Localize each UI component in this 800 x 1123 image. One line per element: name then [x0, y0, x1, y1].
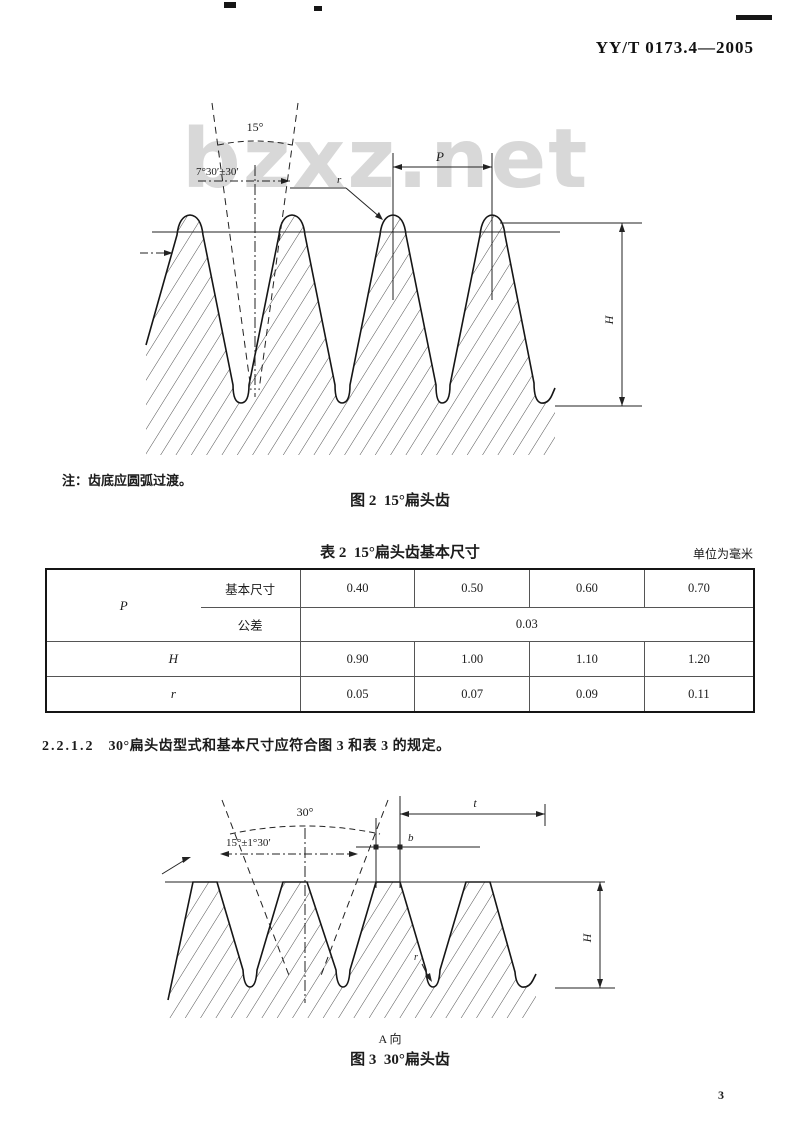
figure2-drawing: 15° 7°30′±30′ P r H: [140, 102, 642, 455]
table2-title: 表 2 15°扁头齿基本尺寸: [320, 545, 480, 561]
height-label: H: [602, 314, 616, 325]
table-cell: 0.60: [529, 568, 645, 608]
dimension-flat-width: [356, 818, 480, 888]
arrowhead: [400, 811, 409, 817]
scan-artifact: [224, 2, 236, 8]
page-number: 3: [718, 1088, 724, 1102]
figure3-caption: 图 3 30°扁头齿: [350, 1052, 450, 1068]
watermark: bzxz.net: [182, 112, 590, 207]
tooth-profile: [145, 214, 556, 404]
row-label-h: H: [45, 641, 301, 677]
figure2-note: 注：齿底应圆弧过渡。: [62, 473, 193, 488]
dimension-tick: [373, 844, 379, 850]
dimension-pitch: [399, 796, 546, 888]
flat-width-label: b: [408, 832, 414, 844]
half-angle-label: 15°±1°30′: [226, 837, 271, 849]
height-label: H: [580, 932, 594, 943]
arrowhead: [182, 857, 191, 863]
table-cell: 0.03: [299, 607, 755, 642]
figure2-caption: 图 2 15°扁头齿: [350, 493, 450, 509]
row-label-p: P: [45, 568, 201, 642]
table-cell: 0.05: [299, 676, 416, 713]
table-cell: 1.00: [414, 641, 531, 677]
table2-unit-note: 单位为毫米: [692, 547, 753, 561]
clause-number: 2.2.1.2: [42, 739, 95, 754]
arrowhead: [349, 851, 358, 857]
angle-construction: [140, 102, 299, 397]
arrowhead: [220, 851, 229, 857]
arrowhead: [619, 397, 625, 406]
radius-label: r: [414, 952, 418, 963]
tooth-profile: [167, 881, 537, 1001]
figure3-view-label: A 向: [378, 1032, 402, 1046]
arrowhead: [425, 973, 432, 982]
radius-leader: [290, 187, 382, 219]
half-angle-label: 7°30′±30′: [196, 166, 239, 178]
figure3-drawing: 30° 15°±1°30′ t b r H: [161, 796, 615, 1018]
arrowhead: [281, 178, 290, 184]
table-cell: 1.20: [643, 641, 755, 677]
dimension-tick: [397, 844, 403, 850]
table-cell: 1.10: [529, 641, 645, 677]
radius-label: r: [337, 174, 342, 186]
standard-number-header: YY/T 0173.4—2005: [595, 38, 754, 57]
dimension-height: [555, 882, 615, 989]
dimension-pitch: [392, 153, 493, 300]
arrowhead: [536, 811, 545, 817]
scan-artifact: [736, 15, 772, 20]
dimension-height: [500, 222, 642, 407]
clause-text: 30°扁头齿型式和基本尺寸应符合图 3 和表 3 的规定。: [108, 739, 451, 754]
scan-artifact: [314, 6, 322, 11]
table2-15deg-basic-dimensions: P 基本尺寸 0.40 0.50 0.60 0.70 公差 0.03 H 0.9…: [45, 568, 755, 713]
clause-2212: 2.2.1.2 30°扁头齿型式和基本尺寸应符合图 3 和表 3 的规定。: [42, 735, 451, 755]
angle-label: 30°: [297, 805, 314, 819]
table-cell: 0.70: [643, 568, 755, 608]
arrowhead: [164, 250, 173, 256]
row-label-r: r: [45, 676, 301, 713]
table-cell: 0.40: [299, 568, 416, 608]
arrowhead: [597, 979, 603, 988]
table-cell: 0.50: [414, 568, 531, 608]
basic-size-label: 基本尺寸: [200, 568, 301, 608]
arrowhead: [375, 212, 383, 220]
arrowhead: [619, 223, 625, 232]
arrowhead: [393, 164, 402, 170]
table-cell: 0.90: [299, 641, 416, 677]
pitch-label: P: [435, 149, 444, 164]
pitch-label: t: [473, 796, 477, 810]
arrowhead: [483, 164, 492, 170]
table-cell: 0.07: [414, 676, 531, 713]
tolerance-label: 公差: [200, 607, 301, 642]
table-cell: 0.09: [529, 676, 645, 713]
angle-label: 15°: [247, 120, 264, 134]
hatching: [146, 215, 555, 455]
table-cell: 0.11: [643, 676, 755, 713]
arrowhead: [597, 882, 603, 891]
